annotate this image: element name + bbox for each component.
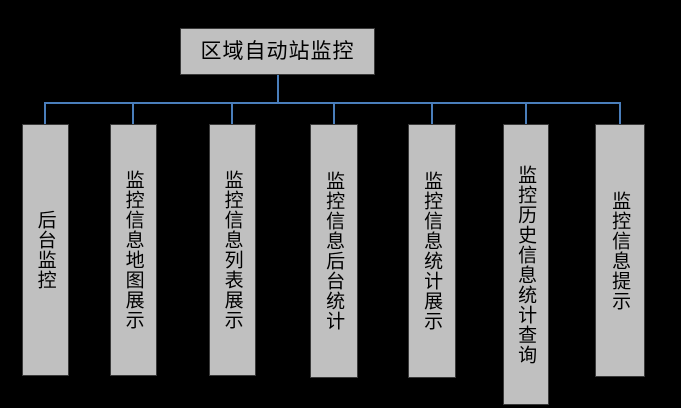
node-child-4-label: 监控信息后台统计 [323, 171, 346, 331]
connector-drop-2 [132, 102, 134, 125]
node-child-2-label: 监控信息地图展示 [122, 170, 145, 330]
connector-drop-3 [231, 102, 233, 125]
node-child-5[interactable]: 监控信息统计展示 [408, 124, 456, 378]
node-child-6[interactable]: 监控历史信息统计查询 [503, 124, 549, 405]
node-child-7[interactable]: 监控信息提示 [595, 124, 645, 377]
node-child-2[interactable]: 监控信息地图展示 [110, 124, 157, 376]
connector-drop-4 [333, 102, 335, 125]
node-child-3[interactable]: 监控信息列表展示 [209, 124, 256, 376]
connector-root-stem [277, 75, 279, 104]
connector-horizontal-bus [44, 102, 621, 104]
connector-drop-1 [44, 102, 46, 125]
connector-drop-7 [619, 102, 621, 125]
node-child-5-label: 监控信息统计展示 [421, 171, 444, 331]
connector-drop-5 [431, 102, 433, 125]
node-child-6-label: 监控历史信息统计查询 [515, 164, 538, 365]
node-child-7-label: 监控信息提示 [609, 190, 632, 311]
node-child-3-label: 监控信息列表展示 [221, 170, 244, 330]
node-child-1-label: 后台监控 [34, 210, 57, 290]
connector-drop-6 [525, 102, 527, 125]
node-root[interactable]: 区域自动站监控 [180, 28, 375, 75]
node-child-4[interactable]: 监控信息后台统计 [310, 124, 358, 378]
node-root-label: 区域自动站监控 [200, 38, 355, 63]
node-child-1[interactable]: 后台监控 [22, 124, 69, 376]
